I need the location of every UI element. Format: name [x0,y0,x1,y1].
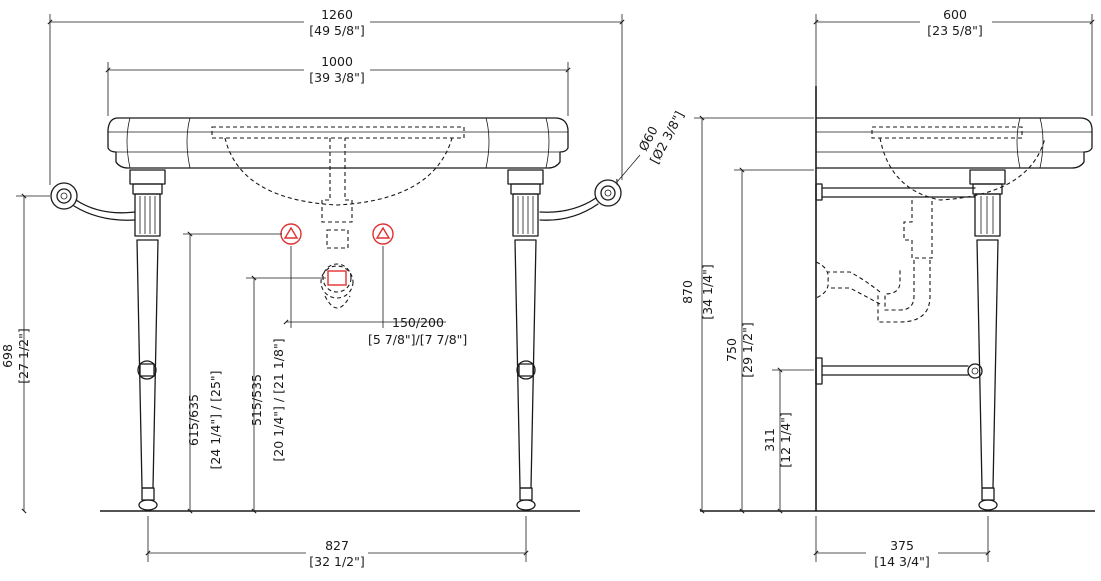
side-leg [969,169,1006,511]
dim-shelf-bar-height-in: [12 1/4"] [778,412,793,468]
dim-basin-width-mm: 1000 [321,54,353,69]
side-view: 600 [23 5/8"] 870 [34 1/4"] 750 [29 1/2"… [680,6,1095,577]
dim-basin-width-in: [39 3/8"] [309,70,365,85]
dim-top-height: 750 [29 1/2"] [724,167,814,514]
dim-waste-height-mm: 515/535 [249,374,264,426]
dim-supply-height-mm: 615/635 [186,394,201,446]
right-leg [507,169,544,511]
dim-waste-height: 515/535 [20 1/4"] / [21 1/8"] [246,275,326,514]
dim-supply-height-in: [24 1/4"] / [25"] [208,370,223,469]
dim-overall-width-in: [49 5/8"] [309,23,365,38]
waste-marker [322,263,352,293]
dim-overall-depth: 600 [23 5/8"] [813,6,1095,116]
dim-supply-spacing: 150/200 [5 7/8"]/[7 7/8"] [283,246,467,347]
dim-supply-height: 615/635 [24 1/4"] / [25"] [183,231,282,514]
dim-top-height-mm: 750 [724,338,739,362]
dim-overall-depth-in: [23 5/8"] [927,23,983,38]
side-basin [815,117,1093,201]
dim-supply-spacing-mm: 150/200 [392,315,444,330]
dim-overall-height-mm: 870 [680,280,695,304]
dim-supply-spacing-in: [5 7/8"]/[7 7/8"] [368,332,467,347]
dim-leg-depth: 375 [14 3/4"] [813,516,991,577]
side-trap [815,200,933,323]
dim-leg-spacing-in: [32 1/2"] [309,554,365,569]
dim-shelf-bar-height: 311 [12 1/4"] [762,367,814,514]
dim-rail-diameter: Ø60 [Ø2 3/8"] [616,109,687,186]
dim-rail-height-in: [27 1/2"] [16,328,31,384]
dim-overall-depth-mm: 600 [943,7,967,22]
dim-rail-height: 698 [27 1/2"] [0,193,50,514]
towel-rail-right [539,179,622,221]
left-leg [129,169,166,511]
side-rail-upper [815,183,976,201]
dim-leg-depth-mm: 375 [890,538,914,553]
basin-top [107,117,569,309]
dim-rail-height-mm: 698 [0,344,15,368]
dim-leg-depth-in: [14 3/4"] [874,554,930,569]
dim-overall-width-mm: 1260 [321,7,353,22]
dim-top-height-in: [29 1/2"] [740,322,755,378]
dim-overall-height: 870 [34 1/4"] [680,115,814,514]
dim-leg-spacing: 827 [32 1/2"] [145,516,529,577]
dim-overall-width: 1260 [49 5/8"] [47,6,625,185]
supply-marker-right [372,223,394,245]
dim-shelf-bar-height-mm: 311 [762,428,777,452]
dim-leg-spacing-mm: 827 [325,538,349,553]
dim-basin-width: 1000 [39 3/8"] [105,54,571,116]
dim-overall-height-in: [34 1/4"] [700,264,715,320]
supply-marker-left [280,223,302,245]
front-view: 1260 [49 5/8"] 1000 [39 3/8"] Ø60 [Ø2 3/… [0,6,687,577]
dim-waste-height-in: [20 1/4"] / [21 1/8"] [271,338,286,461]
towel-rail-left [50,182,136,221]
side-rail-lower [815,357,983,385]
